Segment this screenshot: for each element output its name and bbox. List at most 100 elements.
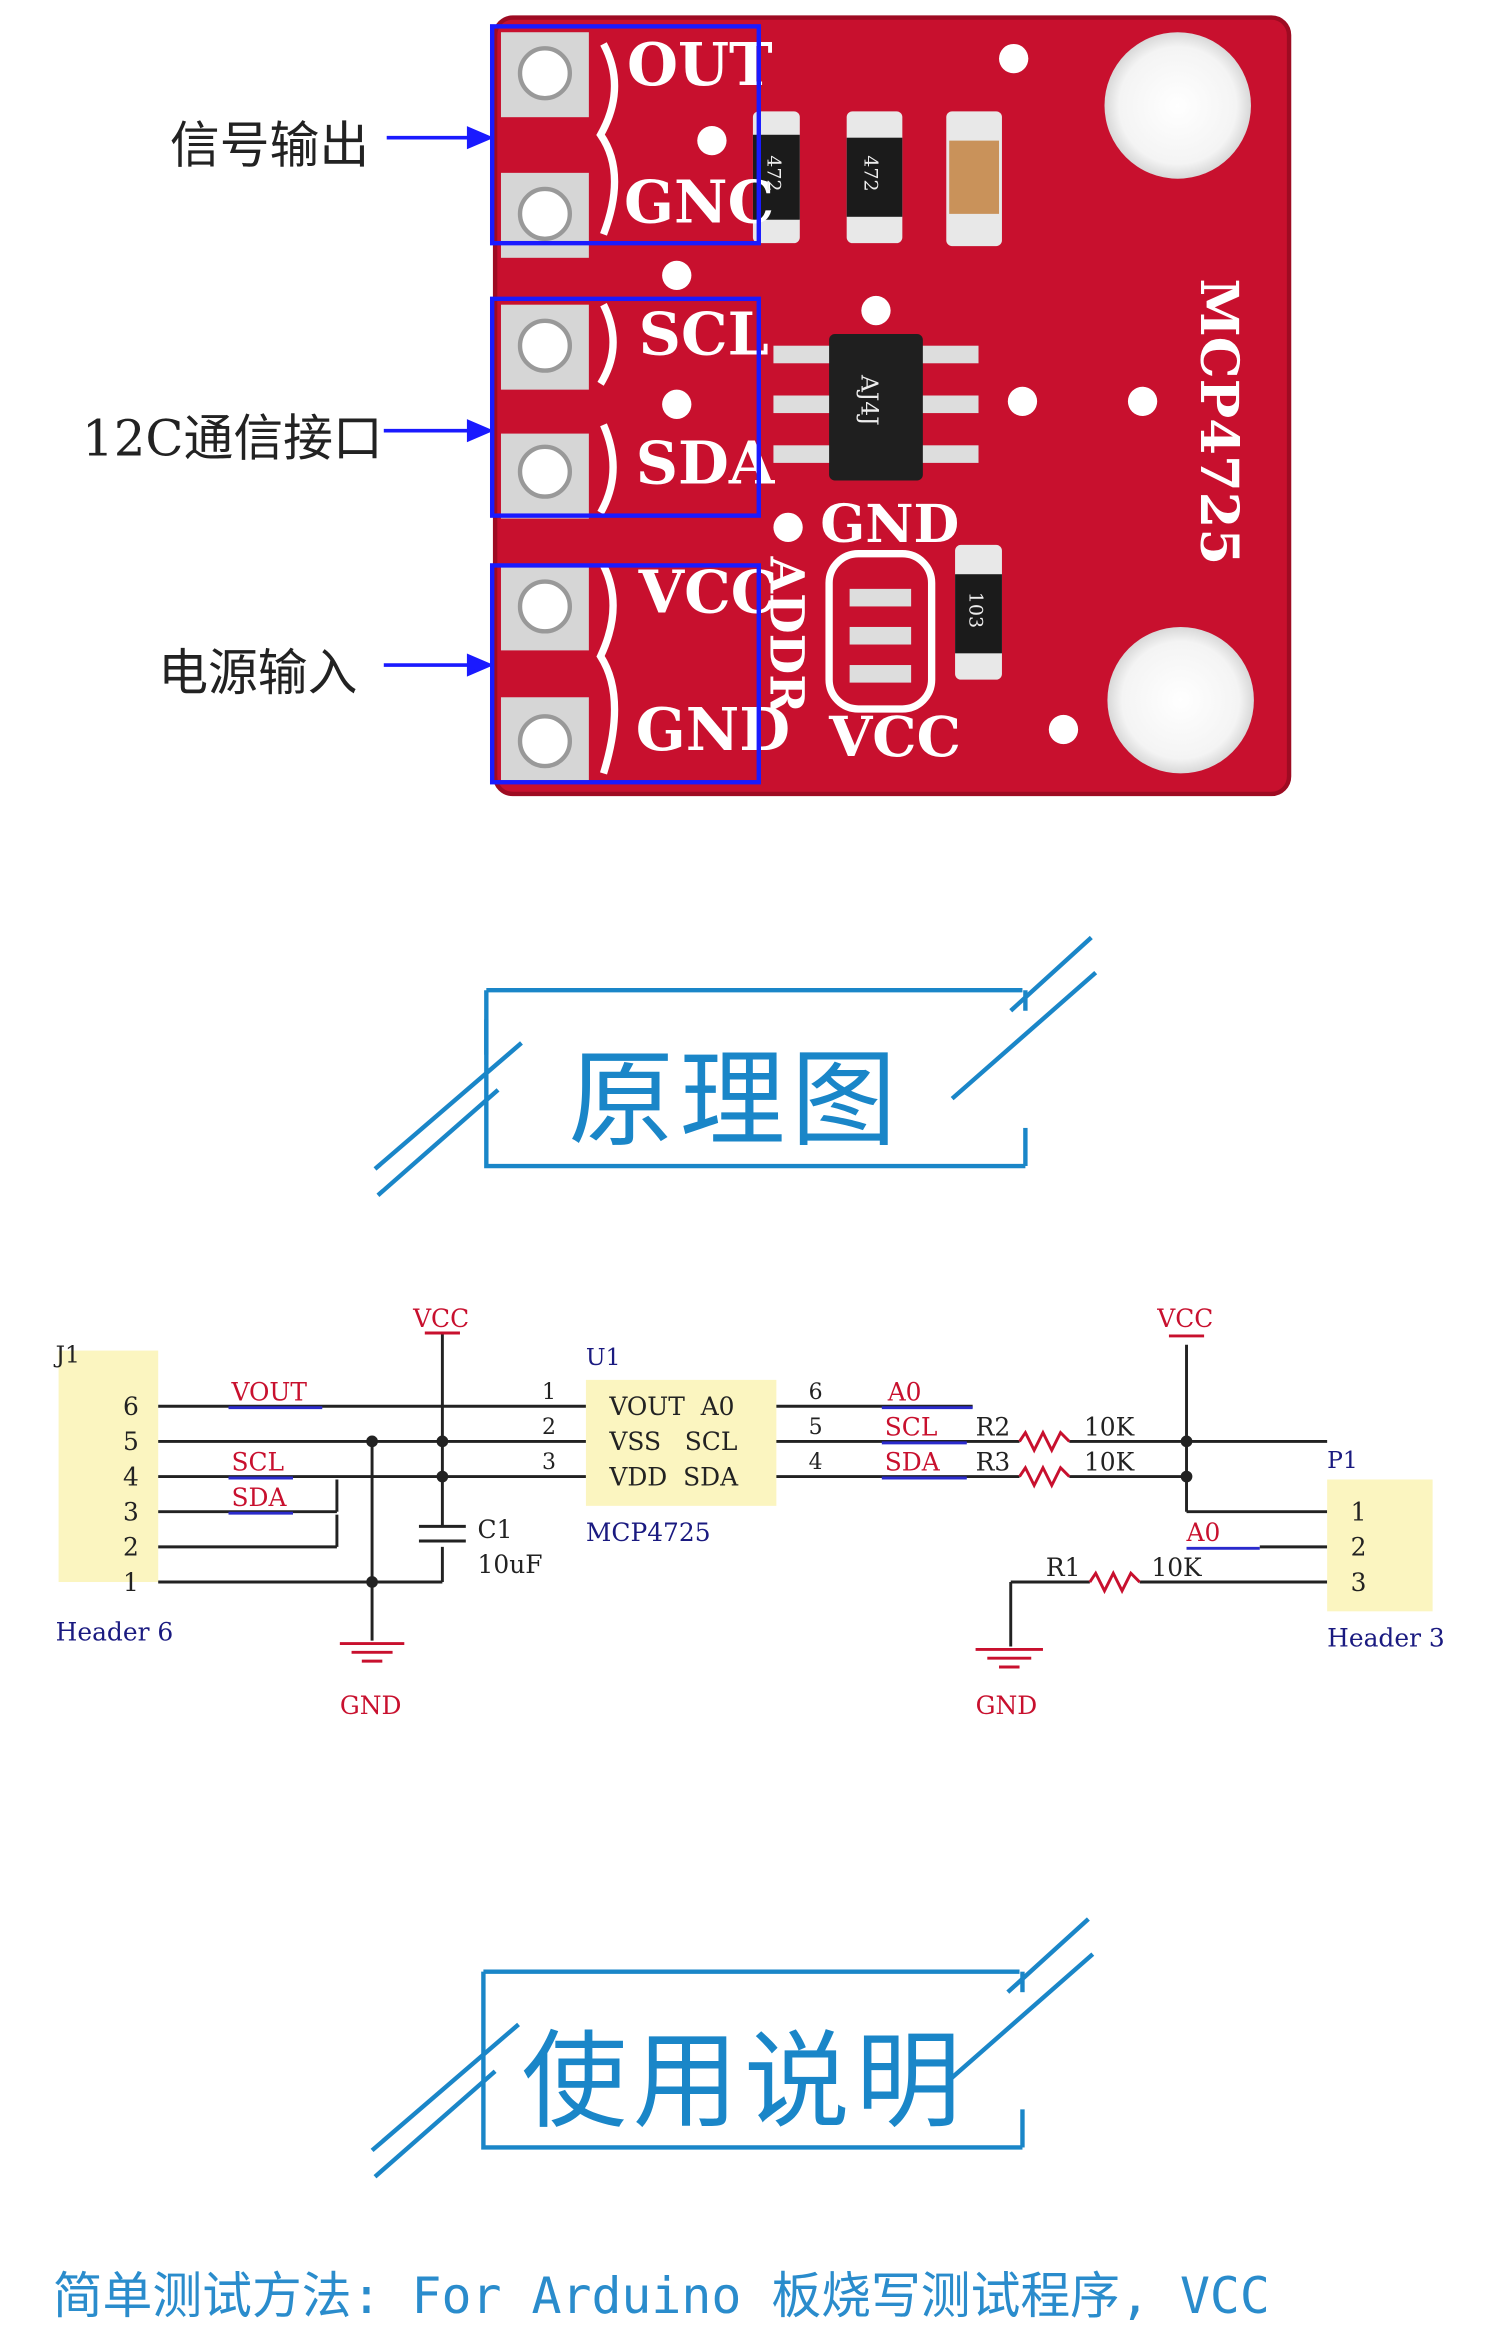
net-sda: SDA bbox=[231, 1483, 287, 1512]
net-vout: VOUT bbox=[230, 1377, 307, 1406]
net-scl-right: SCL bbox=[885, 1413, 938, 1442]
svg-text:4: 4 bbox=[123, 1462, 139, 1491]
board-photo: OUT GNC SCL SDA VCC GND GND VCC ADDR MCP… bbox=[383, 15, 1292, 797]
j1-ref: J1 bbox=[54, 1340, 80, 1368]
mounting-hole-top bbox=[1104, 32, 1251, 179]
ic-chip bbox=[773, 333, 979, 481]
callout-power-input: 电源输入 bbox=[158, 644, 358, 704]
svg-text:1: 1 bbox=[542, 1380, 556, 1405]
svg-text:6: 6 bbox=[123, 1392, 139, 1421]
r3-value: 10K bbox=[1084, 1448, 1135, 1477]
net-a0: A0 bbox=[887, 1377, 922, 1406]
svg-text:2: 2 bbox=[542, 1415, 556, 1440]
right-junctions bbox=[1180, 1435, 1193, 1483]
net-lines-right bbox=[881, 1406, 1260, 1550]
silk-vcc: VCC bbox=[638, 557, 778, 626]
j1-wires bbox=[158, 1333, 586, 1641]
silk-sda: SDA bbox=[636, 428, 776, 497]
c1-ref: C1 bbox=[478, 1515, 513, 1544]
silk-chip-name: MCP4725 bbox=[1188, 278, 1250, 565]
test-method-text: 简单测试方法: For Arduino 板烧写测试程序, VCC bbox=[52, 2267, 1270, 2327]
svg-text:6: 6 bbox=[809, 1380, 823, 1405]
j1-body bbox=[58, 1350, 159, 1583]
u1-pin-numbers: 1 2 3 6 5 4 bbox=[542, 1380, 823, 1475]
mark-r2: 472 bbox=[859, 155, 881, 191]
silk-vcc-jumper: VCC bbox=[828, 705, 961, 770]
svg-text:2: 2 bbox=[1351, 1533, 1367, 1562]
svg-text:3: 3 bbox=[123, 1498, 139, 1527]
highlight-boxes bbox=[489, 24, 761, 785]
pin-pads bbox=[500, 32, 589, 783]
r2-value: 10K bbox=[1084, 1413, 1135, 1442]
vcc-left: VCC bbox=[412, 1304, 469, 1333]
u1-body bbox=[585, 1379, 777, 1506]
schematic-banner bbox=[373, 935, 1098, 1197]
net-scl: SCL bbox=[231, 1448, 284, 1477]
svg-text:5: 5 bbox=[123, 1427, 139, 1456]
svg-text:3: 3 bbox=[1351, 1568, 1367, 1597]
j1-name: Header 6 bbox=[56, 1618, 174, 1647]
net-labels-left: VOUT SCL SDA bbox=[230, 1377, 307, 1511]
silk-labels: OUT GNC SCL SDA VCC GND GND VCC ADDR MCP… bbox=[624, 30, 1250, 770]
net-lines-left bbox=[228, 1406, 323, 1515]
svg-text:VOUT A0: VOUT A0 bbox=[608, 1392, 734, 1421]
c1-value: 10uF bbox=[478, 1550, 543, 1579]
mark-r3: 103 bbox=[965, 592, 987, 628]
gnd-left: GND bbox=[340, 1691, 402, 1720]
silk-addr: ADDR bbox=[759, 556, 814, 715]
silk-gnd-bottom: GND bbox=[636, 695, 790, 764]
p1-name: Header 3 bbox=[1327, 1623, 1445, 1652]
net-a0-p1: A0 bbox=[1186, 1518, 1221, 1547]
j1-pins: 6 5 4 3 2 1 bbox=[123, 1392, 139, 1597]
box-i2c bbox=[489, 296, 761, 518]
r2-ref: R2 bbox=[976, 1413, 1011, 1442]
net-sda-right: SDA bbox=[885, 1448, 941, 1477]
silk-scl: SCL bbox=[639, 299, 769, 368]
silk-gnd-top: GNC bbox=[624, 168, 774, 237]
p1-ref: P1 bbox=[1327, 1446, 1358, 1474]
resistor-labels: R2 10K R3 10K R1 10K bbox=[976, 1413, 1202, 1583]
addr-jumper bbox=[825, 550, 936, 713]
usage-banner bbox=[370, 1917, 1095, 2179]
silk-brackets bbox=[596, 42, 619, 775]
mounting-hole-bottom bbox=[1107, 626, 1254, 774]
callout-arrows bbox=[383, 126, 494, 677]
part-marks: 472 472 103 AJ4J bbox=[763, 155, 987, 628]
u1-ref: U1 bbox=[586, 1343, 621, 1371]
mark-ic: AJ4J bbox=[855, 374, 883, 426]
callout-i2c-interface: 12C通信接口 bbox=[82, 410, 383, 469]
mark-r1: 472 bbox=[763, 155, 785, 191]
net-labels-right: A0 SCL SDA A0 bbox=[885, 1377, 1221, 1547]
schematic: J1 Header 6 6 5 4 3 2 1 bbox=[54, 1304, 1445, 1720]
callout-signal-output: 信号输出 bbox=[169, 117, 370, 176]
gnd-symbol-left bbox=[339, 1642, 405, 1663]
svg-text:2: 2 bbox=[123, 1533, 139, 1562]
box-signal-output bbox=[489, 24, 761, 246]
box-power bbox=[489, 563, 761, 785]
gnd-symbol-right bbox=[975, 1647, 1043, 1669]
u1-name: MCP4725 bbox=[586, 1518, 711, 1547]
svg-text:3: 3 bbox=[542, 1450, 556, 1475]
svg-text:1: 1 bbox=[1351, 1498, 1367, 1527]
r3-ref: R3 bbox=[976, 1448, 1011, 1477]
resistor-symbols bbox=[1018, 1429, 1141, 1595]
j1-junctions bbox=[366, 1435, 449, 1588]
capacitor bbox=[946, 111, 1002, 247]
silk-out: OUT bbox=[627, 30, 773, 99]
schematic-title: 原理图 bbox=[568, 1038, 903, 1162]
gnd-right: GND bbox=[976, 1691, 1038, 1720]
vcc-right: VCC bbox=[1156, 1304, 1213, 1333]
svg-text:VDD SDA: VDD SDA bbox=[608, 1462, 739, 1491]
usage-title: 使用说明 bbox=[521, 2020, 967, 2144]
svg-text:4: 4 bbox=[809, 1450, 823, 1475]
resistor-r2 bbox=[846, 111, 903, 244]
p1-body bbox=[1327, 1479, 1433, 1612]
r1-value: 10K bbox=[1151, 1553, 1202, 1582]
svg-text:VSS SCL: VSS SCL bbox=[608, 1427, 737, 1456]
p1-pins: 1 2 3 bbox=[1351, 1498, 1367, 1597]
u1-rows: VOUT A0 VSS SCL VDD SDA bbox=[608, 1392, 739, 1491]
svg-text:5: 5 bbox=[809, 1415, 823, 1440]
vias bbox=[662, 43, 1158, 745]
u1-wires-right bbox=[776, 1344, 1328, 1647]
silk-gnd-mid: GND bbox=[820, 493, 959, 555]
